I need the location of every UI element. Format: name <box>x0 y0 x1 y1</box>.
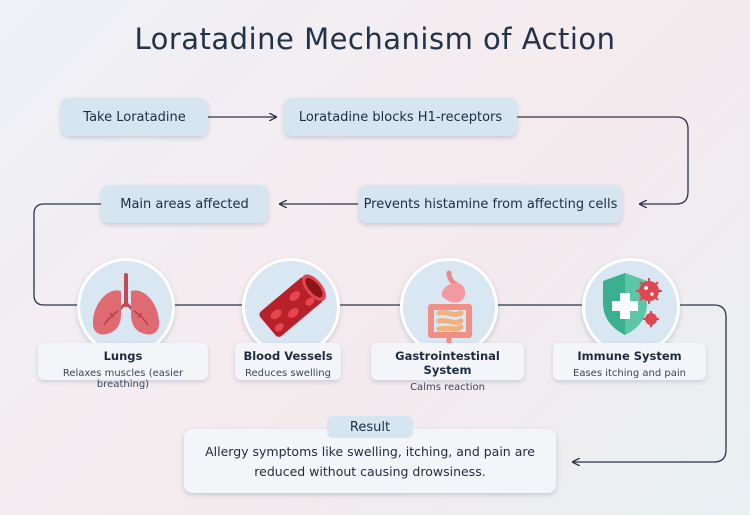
result-box: Allergy symptoms like swelling, itching,… <box>184 429 556 493</box>
arrow-step2-step3 <box>517 116 689 204</box>
step-prevents-histamine: Prevents histamine from affecting cells <box>359 185 622 223</box>
result-label: Result <box>327 416 413 438</box>
shield-virus-icon <box>603 273 662 335</box>
blood-vessel-icon <box>259 274 326 337</box>
area-name: Lungs <box>103 349 143 363</box>
lungs-circle <box>77 258 175 356</box>
area-card-immune: Immune System Eases itching and pain <box>553 343 706 380</box>
area-effect: Reduces swelling <box>245 368 331 379</box>
area-effect: Calms reaction <box>410 382 485 393</box>
connector-step4-areas <box>33 203 101 306</box>
result-text: Allergy symptoms like swelling, itching,… <box>205 444 535 479</box>
area-name: Gastrointestinal System <box>395 349 500 377</box>
area-card-blood-vessels: Blood Vessels Reduces swelling <box>235 343 341 380</box>
step-take-loratadine: Take Loratadine <box>61 98 208 136</box>
step-blocks-h1: Loratadine blocks H1-receptors <box>284 98 517 136</box>
immune-system-circle <box>582 258 680 356</box>
area-card-lungs: Lungs Relaxes muscles (easier breathing) <box>38 343 208 390</box>
arrow-areas-result <box>573 304 727 462</box>
area-card-gastrointestinal: Gastrointestinal System Calms reaction <box>371 343 524 393</box>
gastrointestinal-circle <box>400 258 498 356</box>
area-effect: Eases itching and pain <box>573 368 686 379</box>
blood-vessels-circle <box>242 258 340 356</box>
area-name: Immune System <box>577 349 682 363</box>
area-effect: Relaxes muscles (easier breathing) <box>62 368 184 390</box>
step-main-areas: Main areas affected <box>101 185 268 223</box>
area-name: Blood Vessels <box>243 349 333 363</box>
diagram-title: Loratadine Mechanism of Action <box>134 22 616 56</box>
lungs-icon <box>92 273 160 335</box>
digestive-system-icon <box>428 270 472 346</box>
